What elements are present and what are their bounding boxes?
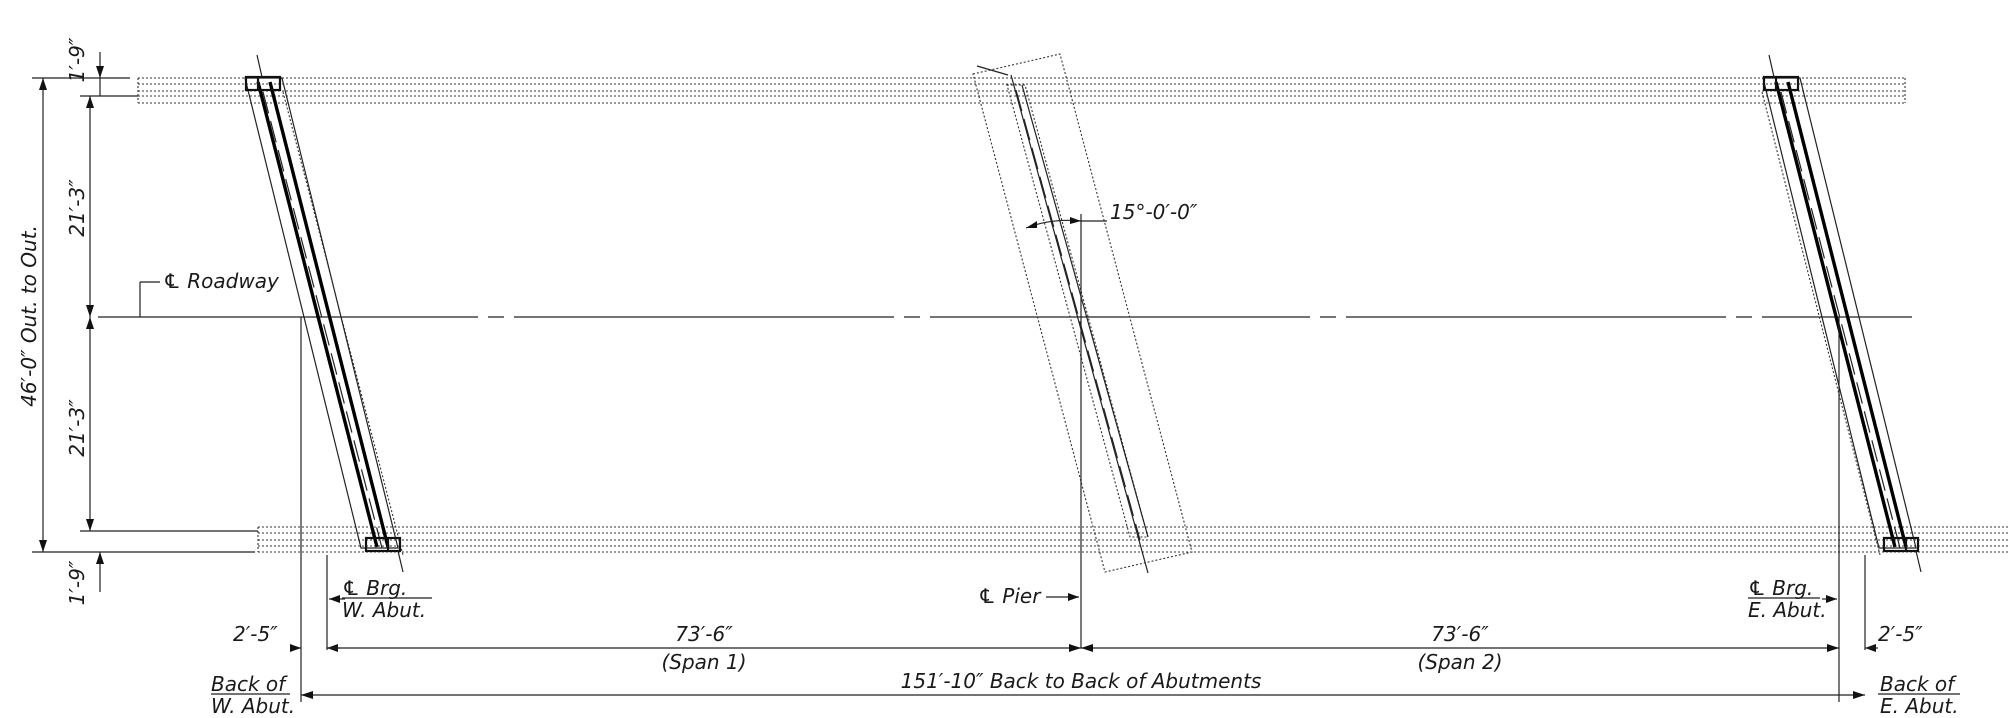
east-abutment <box>1761 54 1922 573</box>
w-back-label-1: Back of <box>211 672 288 696</box>
pier-centerline-label: ℄ Pier <box>978 584 1042 608</box>
north-parapet <box>137 77 1906 104</box>
skew-angle-label: 15°-0′-0″ <box>1110 200 1198 224</box>
transverse-dimensions <box>32 52 258 592</box>
span2-name: (Span 2) <box>1417 650 1502 674</box>
west-abutment <box>244 54 404 573</box>
top-overhang-dim: 1′-9″ <box>65 37 89 82</box>
longitudinal-dimensions <box>290 317 1878 702</box>
span2-length-dim: 73′-6″ <box>1431 622 1489 646</box>
out-to-out-dim: 46′-0″ Out. to Out. <box>17 225 41 407</box>
span1-name: (Span 1) <box>661 650 746 674</box>
e-back-label-1: Back of <box>1880 672 1957 696</box>
e-back-label-2: E. Abut. <box>1880 694 1959 718</box>
west-offset-dim: 2′-5″ <box>233 622 278 646</box>
pier <box>972 53 1193 574</box>
e-brg-label-2: E. Abut. <box>1748 598 1827 622</box>
roadway-centerline-label: ℄ Roadway <box>163 269 280 293</box>
east-offset-dim: 2′-5″ <box>1878 622 1923 646</box>
w-brg-label-1: ℄ Brg. <box>342 576 407 600</box>
half-width-top-dim: 21′-3″ <box>65 179 89 237</box>
w-brg-label-2: W. Abut. <box>342 598 426 622</box>
half-width-bottom-dim: 21′-3″ <box>65 399 89 457</box>
overall-length-dim: 151′-10″ Back to Back of Abutments <box>901 669 1262 693</box>
south-parapet <box>257 526 2009 553</box>
bottom-overhang-dim: 1′-9″ <box>65 560 89 605</box>
span1-length-dim: 73′-6″ <box>675 622 733 646</box>
e-brg-label-1: ℄ Brg. <box>1748 576 1813 600</box>
w-back-label-2: W. Abut. <box>211 694 295 718</box>
